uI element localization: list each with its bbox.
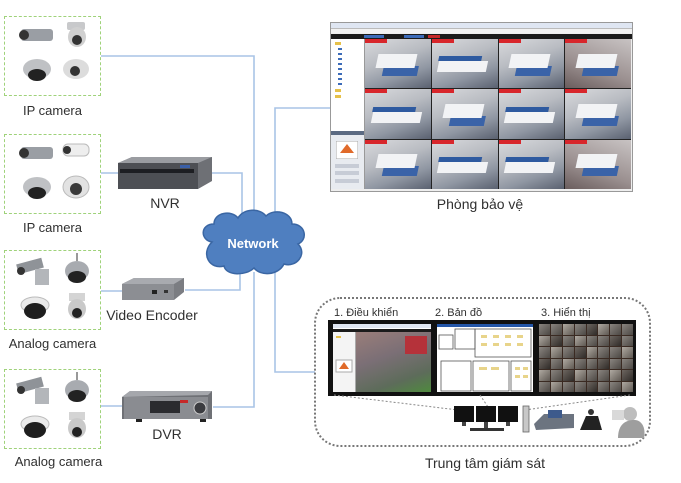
ptz-direction-icon[interactable] (336, 141, 358, 159)
pc-tower-icon (522, 405, 530, 433)
bullet-camera-icon (62, 143, 90, 157)
box-camera-icon (19, 147, 53, 159)
video-tile[interactable] (431, 139, 498, 189)
joystick-icon (580, 409, 602, 430)
ip-camera-1-label: IP camera (22, 103, 82, 118)
video-tile[interactable] (365, 89, 431, 139)
security-room-label: Phòng bảo vệ (436, 196, 524, 212)
dome-camera-icon (23, 59, 51, 81)
network-cloud-icon (202, 209, 305, 275)
operator-icon (612, 407, 645, 438)
wall-mount-camera-icon (16, 257, 49, 285)
nvr-icon (118, 157, 212, 189)
video-tile[interactable] (498, 139, 565, 189)
pendant-camera-icon (68, 293, 86, 319)
video-tile[interactable] (365, 39, 431, 89)
app-toolbar (331, 34, 632, 39)
monitoring-center-label: Trung tâm giám sát (424, 455, 546, 471)
link-network-security-room (274, 107, 330, 215)
video-tile[interactable] (498, 89, 565, 139)
link-encoder-network (185, 270, 241, 291)
link-nvr-network (212, 172, 243, 215)
dvr-icon (122, 391, 212, 422)
app-title-bar (331, 23, 632, 29)
wall-mount-camera-icon (16, 376, 49, 404)
app-menu-bar (331, 29, 632, 33)
camera-group-ip-2 (4, 134, 101, 214)
camera-group-analog-2 (4, 369, 101, 449)
ip-camera-icons (19, 143, 90, 199)
analog-camera-2-label: Analog camera (14, 454, 103, 469)
video-tile[interactable] (431, 39, 498, 89)
mini-dome-camera-icon (63, 59, 89, 79)
analog-camera-icons (16, 372, 89, 438)
speed-dome-camera-icon (65, 253, 89, 283)
camera-tree-panel[interactable] (331, 39, 365, 131)
control-software-screen (330, 321, 434, 395)
link-network-monitoring-center (274, 272, 315, 373)
video-wall-screen (536, 321, 636, 395)
dome-camera-icon (20, 415, 50, 438)
monitoring-equipment (454, 405, 645, 438)
camera-group-analog-1 (4, 250, 101, 330)
dome-camera-icon (23, 177, 51, 199)
speed-dome-camera-icon (65, 372, 89, 402)
ptz-dome-camera-icon (67, 22, 86, 47)
camera-group-ip-1 (4, 16, 101, 96)
screen-label-control: 1. Điều khiển (334, 307, 399, 319)
analog-camera-1-label: Analog camera (8, 336, 97, 351)
pendant-camera-icon (68, 412, 86, 438)
analog-camera-icons (16, 253, 89, 319)
video-tile[interactable] (565, 39, 631, 89)
box-camera-icon (19, 29, 53, 41)
monitoring-center-boundary (314, 297, 651, 447)
screen-label-display: 3. Hiển thị (541, 307, 591, 319)
screen-label-map: 2. Bản đồ (435, 307, 483, 319)
projection-lines (333, 394, 631, 411)
video-tile[interactable] (431, 89, 498, 139)
video-tile-grid (365, 39, 631, 189)
nvr-label: NVR (150, 195, 180, 211)
control-keyboard-icon (534, 410, 574, 430)
floor-map-screen (434, 321, 536, 395)
network-label: Network (227, 236, 279, 251)
dvr-label: DVR (152, 426, 182, 442)
turret-camera-icon (62, 175, 90, 199)
video-tile[interactable] (565, 89, 631, 139)
video-encoder-label: Video Encoder (106, 307, 198, 323)
video-tile[interactable] (498, 39, 565, 89)
video-tile[interactable] (365, 139, 431, 189)
security-room-monitor (330, 22, 633, 192)
link-ip-camera-1 (101, 55, 255, 213)
ptz-control-panel[interactable] (331, 131, 365, 189)
triple-monitor-workstation-icon (454, 406, 518, 431)
ip-camera-icons (19, 22, 89, 81)
link-dvr-network (213, 272, 255, 408)
video-encoder-icon (122, 278, 184, 300)
dome-camera-icon (20, 296, 50, 319)
video-tile[interactable] (565, 139, 631, 189)
ip-camera-2-label: IP camera (22, 220, 82, 235)
